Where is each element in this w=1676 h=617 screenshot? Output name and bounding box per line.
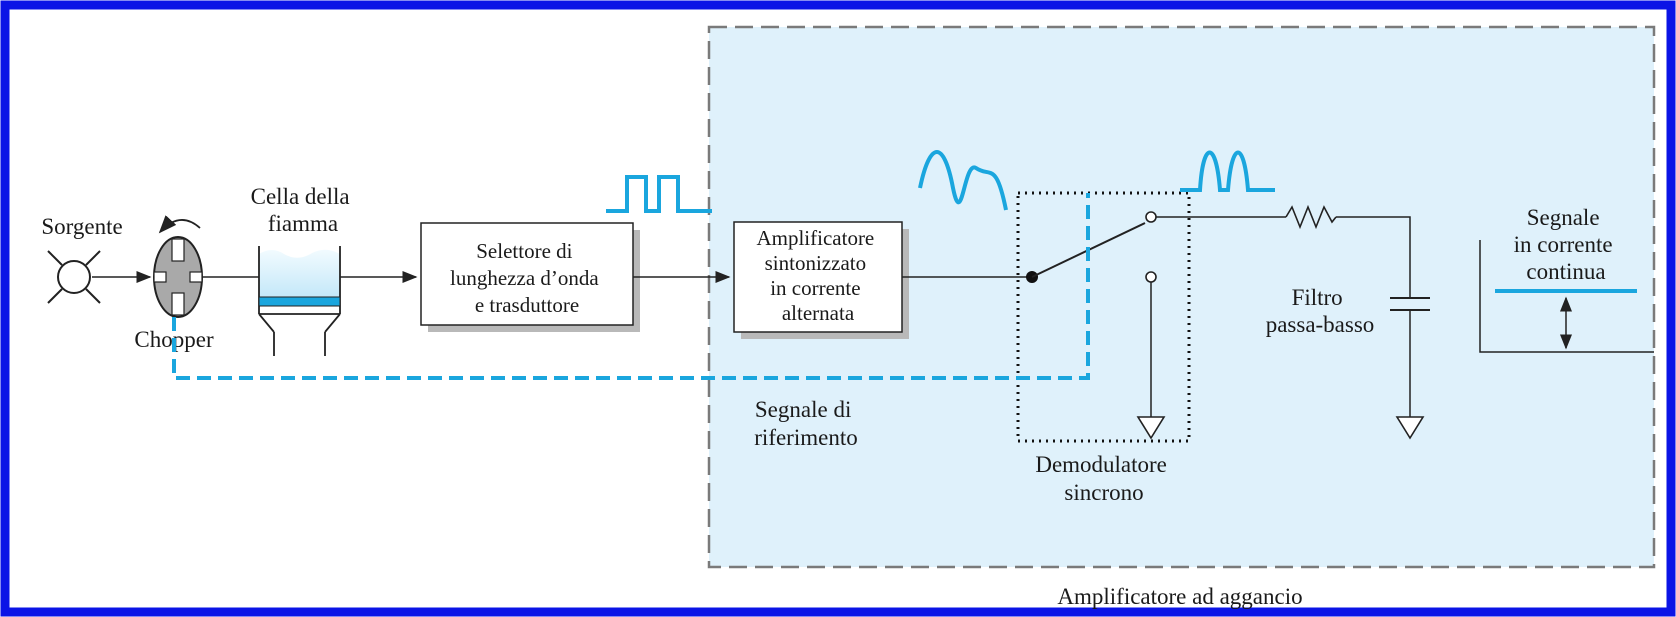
demodulator-label: Demodulatore sincrono [1035, 452, 1172, 505]
square-wave-signal [606, 175, 712, 213]
reference-signal-label-line-1: Segnale di [755, 397, 851, 422]
source-lamp-icon [47, 250, 101, 304]
ac-amplifier-label-line-3: in corrente [770, 276, 860, 300]
filter-label-line-2: passa-basso [1266, 312, 1375, 337]
dc-signal-label: Segnale in corrente continua [1514, 205, 1619, 284]
sine-wave-signal [918, 150, 1008, 211]
reference-signal-label-line-2: riferimento [754, 425, 857, 450]
switch-contact-lower [1145, 271, 1157, 283]
dc-signal-label-line-2: in corrente [1514, 232, 1613, 257]
dc-signal-label-line-3: continua [1526, 259, 1605, 284]
ground-icon [1395, 416, 1425, 440]
filter-label-line-1: Filtro [1292, 285, 1343, 310]
rectified-pulse-signal [1180, 150, 1275, 192]
demodulator-label-line-1: Demodulatore [1035, 452, 1167, 477]
flame-cell-label-line-1: Cella della [251, 184, 350, 209]
ac-amplifier-label-line-4: alternata [782, 301, 855, 325]
line-resistor-to-capacitor [1336, 216, 1411, 298]
selector-label-line-1: Selettore di [476, 239, 572, 263]
switch-contact-upper [1145, 211, 1157, 223]
reference-signal-path [172, 193, 1090, 380]
lockin-amplifier-label: Amplificatore ad aggancio [1057, 584, 1302, 609]
flame-cell-icon [258, 246, 341, 356]
ac-amplifier-label-line-2: sintonizzato [765, 251, 866, 275]
ground-icon [1136, 416, 1166, 440]
chopper-icon [153, 236, 203, 318]
demodulator-dotted-box [1016, 191, 1191, 443]
flame-cell-label-line-2: fiamma [268, 211, 338, 236]
demodulator-label-line-2: sincrono [1064, 480, 1143, 505]
reference-signal-label: Segnale di riferimento [754, 397, 857, 450]
chopper-rotation-arrow-icon [158, 215, 201, 234]
ac-amplifier-box [733, 221, 903, 333]
resistor-icon [1285, 204, 1337, 230]
ac-amplifier-label-line-1: Amplificatore [756, 226, 874, 250]
selector-label: Selettore di lunghezza d’onda e trasdutt… [450, 239, 604, 317]
flame-cell-label: Cella della fiamma [251, 184, 356, 236]
dc-output-axis [1479, 240, 1654, 353]
filter-label: Filtro passa-basso [1266, 285, 1375, 337]
dc-signal-label-line-1: Segnale [1527, 205, 1600, 230]
ac-amplifier-label: Amplificatore sintonizzato in corrente a… [756, 226, 879, 325]
source-label: Sorgente [41, 214, 122, 239]
selector-box [420, 222, 634, 326]
selector-label-line-3: e trasduttore [475, 293, 579, 317]
selector-label-line-2: lunghezza d’onda [450, 266, 599, 290]
